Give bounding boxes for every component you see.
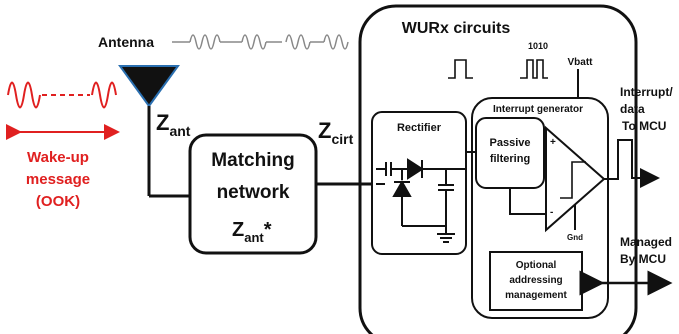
passive-label-1: Passive	[490, 137, 531, 149]
rectifier-circuit	[376, 158, 466, 243]
antenna-label: Antenna	[98, 34, 154, 50]
interrupt-out-label-2: data	[620, 102, 645, 116]
matching-label-1: Matching	[211, 150, 294, 171]
matching-network-box	[188, 133, 318, 255]
rectifier-label: Rectifier	[397, 122, 442, 134]
z-ant-label: Zant	[156, 110, 191, 139]
comparator-feedback	[509, 188, 546, 215]
interrupt-out-label-3: To MCU	[622, 119, 666, 133]
managed-label-2: By MCU	[620, 252, 666, 266]
comparator-plus: +	[550, 137, 556, 148]
matching-impedance: Zant*	[232, 219, 272, 245]
interrupt-out-label-1: Interrupt/	[620, 85, 673, 99]
antenna-icon	[118, 65, 180, 108]
pulse-signals	[448, 59, 548, 79]
matching-label-2: network	[217, 182, 290, 203]
managed-label-1: Managed	[620, 235, 672, 249]
wurx-circuits-box	[358, 4, 638, 334]
wakeup-label-3: (OOK)	[36, 193, 80, 210]
wakeup-label-1: Wake-up	[27, 149, 89, 166]
z-cirt-label: Zcirt	[318, 118, 354, 147]
wurx-title: WURx circuits	[402, 20, 511, 37]
wakeup-waveform	[7, 81, 117, 109]
wakeup-label-2: message	[26, 171, 90, 188]
vbatt-label: Vbatt	[568, 57, 594, 68]
comparator-minus: -	[550, 207, 553, 218]
bits-label: 1010	[528, 41, 548, 51]
optional-label-2: addressing	[509, 275, 562, 286]
gnd-label: Gnd	[567, 233, 583, 242]
rf-waves	[172, 34, 349, 50]
rectifier-box	[371, 111, 467, 255]
interrupt-generator-label: Interrupt generator	[493, 104, 583, 115]
optional-label-3: management	[505, 290, 567, 301]
passive-label-2: filtering	[490, 153, 530, 165]
optional-addressing-box	[489, 251, 583, 311]
comparator-output	[604, 139, 660, 188]
hysteresis-icon	[560, 161, 586, 199]
optional-label-1: Optional	[516, 260, 557, 271]
interrupt-generator-box	[471, 97, 609, 319]
